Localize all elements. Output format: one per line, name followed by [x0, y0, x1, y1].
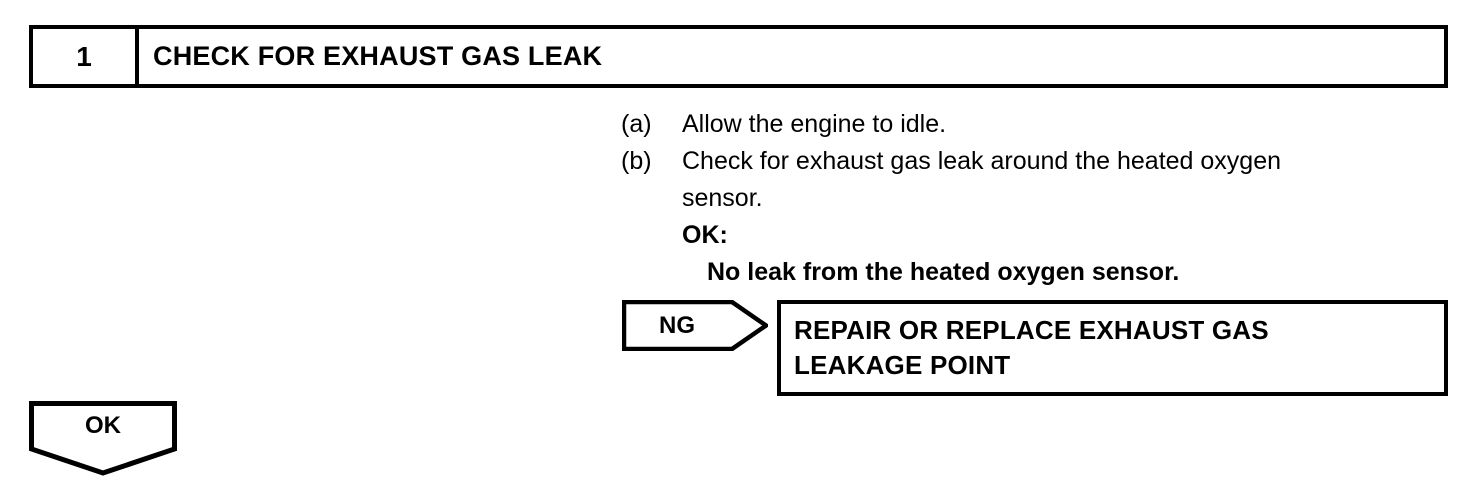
instruction-text-b-line1: Check for exhaust gas leak around the he… [682, 147, 1282, 175]
ng-tag-label: NG [659, 311, 695, 339]
step-title: CHECK FOR EXHAUST GAS LEAK [153, 41, 603, 71]
ng-pentagon-shape [622, 300, 768, 351]
instruction-item-a: (a) Allow the engine to idle. [621, 106, 1441, 143]
step-title-cell: CHECK FOR EXHAUST GAS LEAK [139, 29, 1444, 84]
ok-branch-tag: OK [29, 401, 177, 476]
ok-criteria-value: No leak from the heated oxygen sensor. [707, 258, 1180, 286]
ng-action-line1: REPAIR OR REPLACE EXHAUST GAS [794, 315, 1269, 345]
ng-action-box: REPAIR OR REPLACE EXHAUST GAS LEAKAGE PO… [777, 300, 1448, 396]
ok-pentagon-shape [29, 401, 177, 476]
instruction-text-b: Check for exhaust gas leak around the he… [682, 143, 1441, 217]
ng-action-line2: LEAKAGE POINT [794, 350, 1011, 380]
ng-branch-tag: NG [622, 300, 768, 351]
instruction-item-b: (b) Check for exhaust gas leak around th… [621, 143, 1441, 217]
instruction-marker-a: (a) [621, 110, 652, 138]
ok-criteria-label: OK: [682, 221, 728, 249]
instruction-text-a: Allow the engine to idle. [682, 110, 947, 138]
instruction-text-b-line2: sensor. [682, 184, 763, 212]
ok-tag-label: OK [85, 412, 121, 439]
instruction-list: (a) Allow the engine to idle. (b) Check … [621, 106, 1441, 291]
step-header-bar: 1 CHECK FOR EXHAUST GAS LEAK [29, 25, 1448, 88]
instruction-marker-b: (b) [621, 147, 652, 175]
step-number: 1 [76, 40, 92, 72]
step-number-cell: 1 [33, 29, 139, 84]
